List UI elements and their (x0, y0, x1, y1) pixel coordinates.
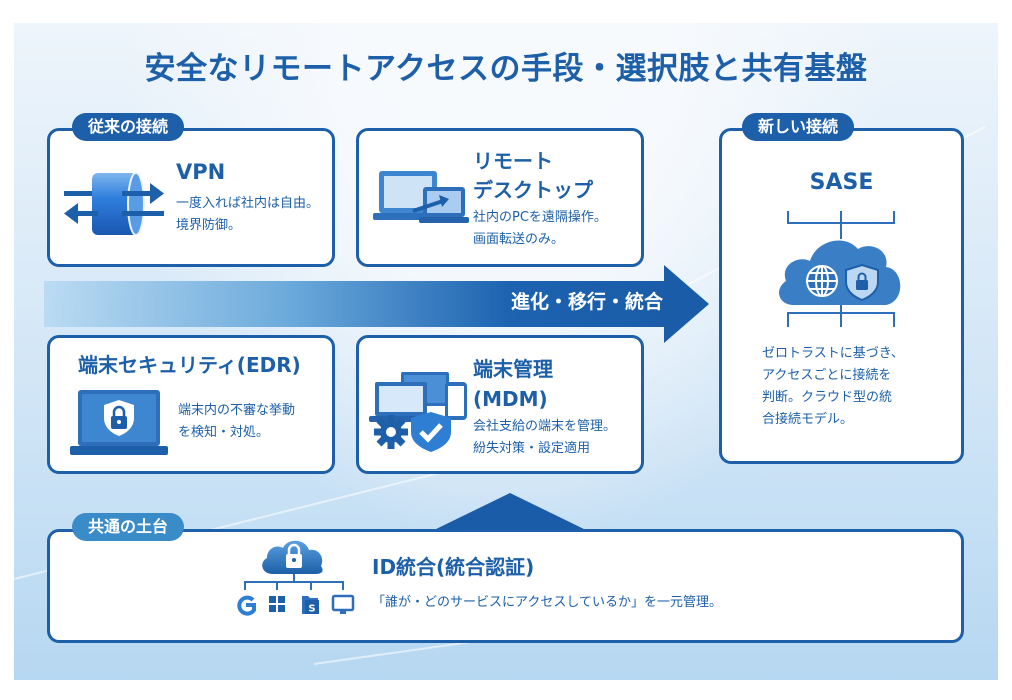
foundation-arrow (432, 493, 588, 531)
remote-desktop-icon (373, 171, 469, 223)
edr-description: 端末内の不審な挙動 を検知・対処。 (178, 400, 295, 444)
foundation-label: 共通の土台 (72, 513, 185, 541)
legacy-connection-label: 従来の接続 (72, 113, 185, 141)
sase-desc-line: ゼロトラストに基づき、 (762, 346, 904, 361)
remote-desktop-title-line: リモート (473, 149, 553, 173)
remote-desktop-description: 社内のPCを遠隔操作。 画面転送のみ。 (473, 207, 607, 251)
mdm-title-line: 端末管理 (473, 357, 553, 381)
svg-text:S: S (308, 604, 315, 615)
id-integration-title: ID統合(統合認証) (372, 555, 535, 579)
mdm-title-line: (MDM) (473, 387, 548, 411)
page-title: 安全なリモートアクセスの手段・選択肢と共有基盤 (144, 51, 868, 87)
sase-desc-line: 判断。クラウド型の統 (762, 390, 893, 405)
remote-desktop-desc-line: 社内のPCを遠隔操作。 (473, 210, 607, 225)
monitor-icon (331, 594, 355, 614)
remote-desktop-title-line: デスクトップ (473, 178, 593, 202)
mdm-desc-line: 紛失対策・設定適用 (473, 441, 591, 456)
flow-arrow-head (664, 265, 709, 343)
sase-card: SASE ゼロトラストに基づき、 アクセスごとに接続を 判断。クラウド型の統 (719, 128, 964, 464)
edr-desc-line: 端末内の不審な挙動 (178, 403, 296, 418)
vpn-description: 一度入れば社内は自由。 境界防御。 (176, 193, 319, 237)
devices-gear-shield-icon (369, 372, 467, 452)
new-connection-label: 新しい接続 (742, 113, 855, 141)
flow-arrow (44, 281, 664, 327)
mdm-description: 会社支給の端末を管理。 紛失対策・設定適用 (473, 416, 616, 460)
vpn-tunnel-icon (64, 172, 164, 236)
edr-desc-line: を検知・対処。 (178, 425, 270, 440)
sharepoint-icon: S (302, 596, 319, 615)
laptop-shield-lock-icon (70, 390, 168, 455)
remote-desktop-card: リモート デスクトップ 社内のPCを遠隔操作。 画面転送のみ。 (356, 128, 644, 267)
edr-title: 端末セキュリティ(EDR) (78, 353, 301, 377)
sase-title: SASE (809, 170, 874, 195)
edr-card: 端末セキュリティ(EDR) 端末内の不審な挙動 を検知・対処。 (47, 335, 335, 474)
mdm-desc-line: 会社支給の端末を管理。 (473, 419, 617, 434)
sase-desc-line: アクセスごとに接続を (762, 368, 892, 383)
id-integration-description: 「誰が・どのサービスにアクセスしているか」を一元管理。 (372, 595, 722, 610)
sase-desc-line: 合接続モデル。 (762, 412, 854, 427)
remote-desktop-desc-line: 画面転送のみ。 (473, 232, 565, 247)
windows-icon (269, 596, 285, 612)
sase-description: ゼロトラストに基づき、 アクセスごとに接続を 判断。クラウド型の統 合接続モデル… (762, 343, 904, 431)
cloud-lock-network-icon: S (237, 540, 355, 616)
cloud-globe-shield-icon (779, 211, 901, 327)
flow-arrow-label: 進化・移行・統合 (510, 291, 663, 313)
vpn-title: VPN (176, 160, 226, 184)
vpn-desc-line: 一度入れば社内は自由。 (176, 196, 320, 211)
google-icon (237, 595, 256, 616)
mdm-title: 端末管理 (MDM) (473, 354, 553, 414)
vpn-card: VPN 一度入れば社内は自由。 境界防御。 (47, 128, 335, 267)
mdm-card: 端末管理 (MDM) 会社支給の端末を管理。 紛失対策・設定適用 (356, 335, 644, 474)
diagram-canvas: 安全なリモートアクセスの手段・選択肢と共有基盤 進化・移行・統合 VPN 一度入… (14, 23, 998, 680)
remote-desktop-title: リモート デスクトップ (473, 147, 593, 205)
id-integration-card: S ID統合(統合認証) 「誰が・どのサービスにアクセスしているか」を一元管理。 (47, 529, 964, 643)
vpn-desc-line: 境界防御。 (176, 218, 242, 233)
